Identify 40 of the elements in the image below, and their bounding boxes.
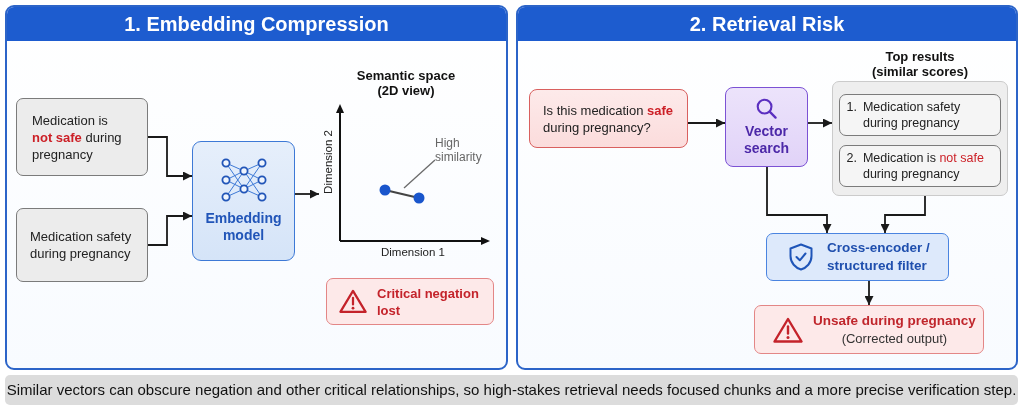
list-number: 2. [846,149,857,166]
arrow [687,118,726,128]
result-text: Medication safety during pregnancy [862,98,962,131]
axis-label: Dimension 2 [322,130,335,194]
search-label: Vector search [742,122,791,157]
model-box [192,141,295,261]
box-text: Medication safety during pregnancy [30,228,133,262]
warning-box [326,278,494,325]
box-text: Medication is not safe during pregnancy [32,111,123,163]
result-box [838,93,1001,136]
output-note: (Corrected output) [841,329,948,348]
arrow [147,136,193,181]
model-label: Embedding model [204,210,283,244]
query-box [529,89,688,148]
arrow [880,195,926,234]
panel-title: 2. Retrieval Risk [689,12,845,36]
output-text: Unsafe during pregnancy [813,311,976,330]
panel [516,5,1018,370]
arrow [147,211,193,246]
panel-title: 1. Embedding Compression [124,12,389,36]
filter-label: Cross-encoder / structured filter [827,239,931,275]
text-box [16,208,148,282]
arrow [864,280,874,306]
filter-box [766,233,949,281]
panel [5,5,508,370]
arrow [766,166,832,234]
arrow [294,189,320,199]
chart-title: Semantic space (2D view) [355,68,457,98]
text-box [16,98,148,176]
search-box [725,87,808,167]
caption-text: Similar vectors can obscure negation and other critical relationships, so high-stakes retrieval needs focused chunks and a more precise verification step. [6,381,1017,399]
output-box [754,305,984,354]
query-text: Is this medication safe during pregnancy? [543,101,675,136]
list-number: 1. [846,98,857,115]
result-box [838,144,1001,187]
result-text: Medication is not safe during pregnancy [862,149,985,182]
arrow [807,118,833,128]
group-heading: Top results (similar scores) [870,49,970,79]
warning-text: Critical negation lost [377,284,480,319]
axis-label: Dimension 1 [381,246,445,259]
